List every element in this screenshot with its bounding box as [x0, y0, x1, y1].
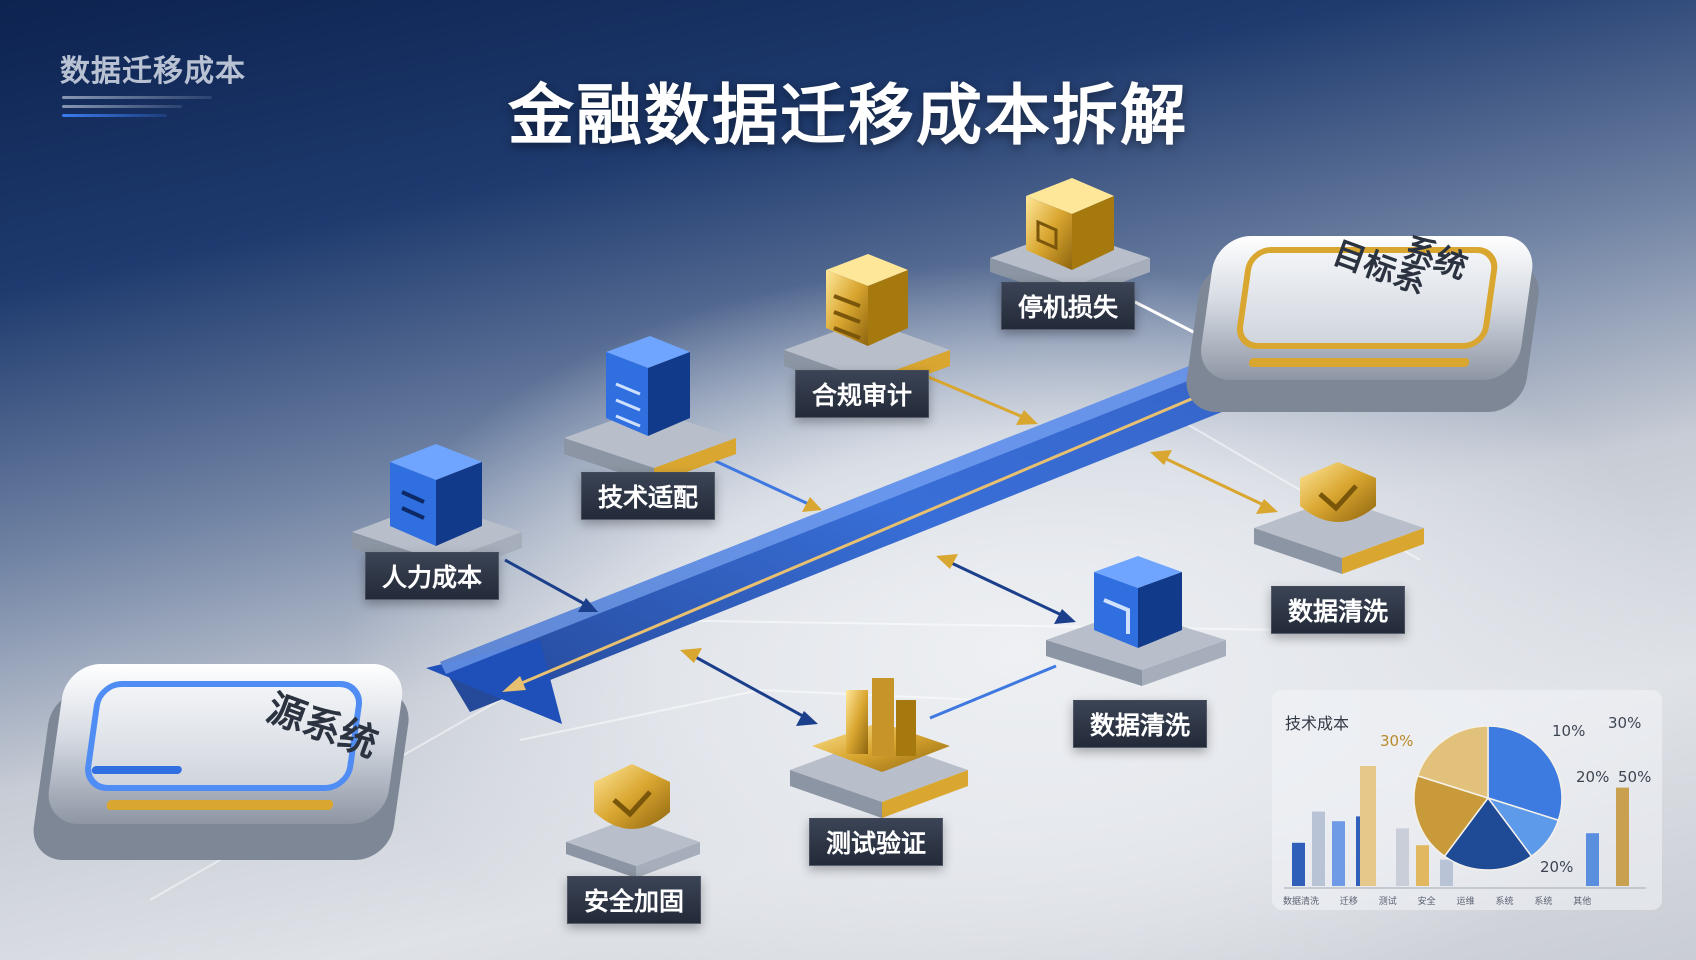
- data-cleansing-gold-node[interactable]: [1254, 462, 1424, 574]
- box-icon: [1036, 219, 1058, 251]
- security-shield-icon: [594, 764, 670, 829]
- legend-item: 其他: [1573, 897, 1592, 907]
- data-cleansing-blue-node[interactable]: [1046, 556, 1226, 686]
- pie-slice: [1416, 725, 1489, 800]
- label-security-hardening: 安全加固: [566, 876, 702, 924]
- tiny-header-decoration: [62, 96, 212, 123]
- legend-item: 系统: [1534, 897, 1553, 907]
- label-testing-verification: 测试验证: [808, 818, 944, 866]
- pie-slice: [1413, 774, 1490, 858]
- shield-icon: [1300, 462, 1376, 522]
- cost-connectors: [504, 300, 1278, 726]
- page-title: 金融数据迁移成本拆解: [508, 77, 1188, 154]
- mini-chart-title: 技术成本: [1285, 714, 1350, 733]
- tiny-header-title: 数据迁移成本: [60, 54, 246, 89]
- label-data-cleansing-blue: 数据清洗: [1072, 700, 1208, 748]
- document-stack-icon: [833, 294, 861, 340]
- pie-label-1: 10%: [1552, 722, 1586, 740]
- downtime-loss-node[interactable]: [990, 178, 1150, 300]
- pie-label-3: 20%: [1576, 768, 1610, 786]
- label-downtime-loss: 停机损失: [1000, 282, 1136, 330]
- labor-cost-icon: [401, 490, 425, 520]
- legend-item: 测试: [1378, 897, 1397, 907]
- label-data-cleansing-gold: 数据清洗: [1270, 586, 1406, 634]
- bar-percent-label: 30%: [1380, 732, 1414, 750]
- label-compliance-audit: 合规审计: [794, 370, 930, 418]
- pie-label-4: 50%: [1618, 768, 1652, 786]
- mini-bar: [1292, 842, 1305, 886]
- label-tech-adaptation: 技术适配: [580, 472, 716, 520]
- mini-bar: [1616, 787, 1629, 886]
- mini-bar-group: [1292, 766, 1629, 886]
- legend-item: 迁移: [1339, 897, 1358, 907]
- mini-chart-legend: 数据清洗 迁移 测试 安全 运维 系统 系统 其他: [1283, 894, 1609, 907]
- mini-bar: [1312, 811, 1325, 886]
- legend-item: 安全: [1417, 897, 1436, 907]
- mini-pie-chart: [1413, 725, 1563, 871]
- mini-bar: [1332, 821, 1345, 886]
- source-system[interactable]: 源系统: [29, 664, 413, 860]
- legend-item: 运维: [1456, 897, 1475, 907]
- server-icon: [615, 382, 641, 428]
- label-labor-cost: 人力成本: [364, 552, 500, 600]
- legend-item: 系统: [1495, 897, 1514, 907]
- pie-slice: [1443, 796, 1533, 871]
- pie-label-2: 30%: [1608, 714, 1642, 732]
- pie-label-5: 20%: [1540, 858, 1574, 876]
- testing-verification-node[interactable]: [790, 678, 968, 818]
- security-hardening-node[interactable]: [566, 764, 700, 878]
- mini-chart-panel: [1272, 690, 1662, 910]
- mini-bar: [1396, 828, 1409, 886]
- mini-bar: [1440, 859, 1453, 886]
- mini-bar: [1360, 766, 1376, 886]
- legend-item: 数据清洗: [1283, 897, 1320, 907]
- mini-bar: [1586, 833, 1599, 886]
- tech-adaptation-node[interactable]: [564, 336, 736, 484]
- mini-bar: [1416, 845, 1429, 886]
- bracket-icon: [1103, 598, 1130, 634]
- target-system[interactable]: 系统 目标系: [1182, 229, 1543, 412]
- pie-slice: [1487, 725, 1563, 822]
